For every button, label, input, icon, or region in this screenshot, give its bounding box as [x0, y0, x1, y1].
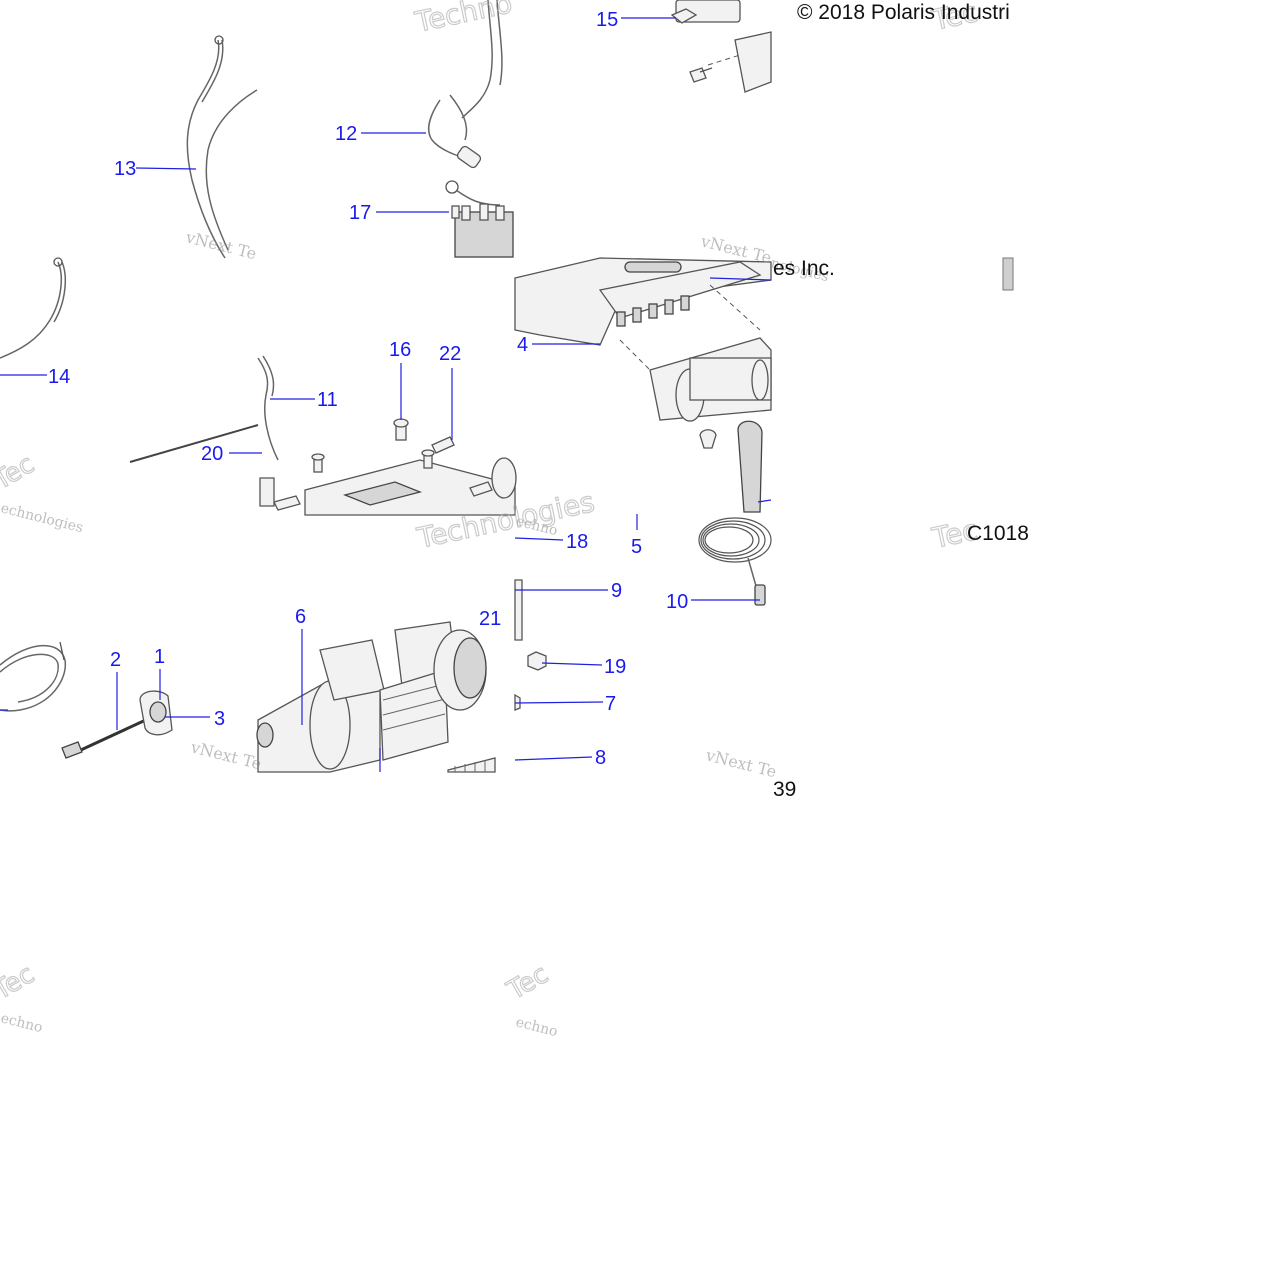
battery-cable-art: [186, 35, 258, 259]
mount-plate-art: [259, 418, 517, 516]
leader-line: [757, 499, 772, 503]
callout-1: 1: [154, 646, 165, 668]
watermark: vNext Te: [188, 737, 263, 773]
callouts: 13 12 17 15 14 11 20 16 22 4 18 5 9 10 1…: [0, 9, 772, 772]
callout-12: 12: [335, 123, 357, 145]
harness-art: [428, 0, 514, 258]
callout-10: 10: [666, 591, 688, 613]
drawing-id-fragment: 39: [773, 778, 796, 801]
callout-18: 18: [566, 531, 588, 553]
leader-line: [514, 701, 604, 704]
bracket-art: [670, 0, 772, 93]
watermark: echno: [0, 1010, 44, 1036]
hardware-art: [514, 579, 547, 711]
callout-13: 13: [114, 158, 136, 180]
callout-4: 4: [517, 334, 528, 356]
watermark: echnologies: [0, 500, 85, 536]
callout-16: 16: [389, 339, 411, 361]
winch-cable-art: [129, 355, 279, 463]
company-fragment: es Inc.: [773, 257, 835, 280]
watermark: vNext Te: [703, 745, 778, 781]
ground-cable-art: [0, 257, 67, 359]
drawing-id: C1018: [967, 522, 1029, 545]
callout-2: 2: [110, 649, 121, 671]
remote-control-art: [0, 641, 173, 759]
callout-20: 20: [201, 443, 223, 465]
fairlead-mount-art: [514, 257, 772, 513]
callout-14: 14: [48, 366, 70, 388]
watermarks: vNext Te vNext Te vNext Te vNext Te echn…: [0, 0, 981, 1040]
callout-22: 22: [439, 343, 461, 365]
winch-art: [256, 621, 496, 773]
callout-8: 8: [595, 747, 606, 769]
callout-21: 21: [479, 608, 501, 630]
leader-line: [541, 662, 603, 666]
leader-line: [709, 277, 772, 281]
callout-7: 7: [605, 693, 616, 715]
copyright-notice: © 2018 Polaris Industri: [797, 1, 1010, 24]
watermark: Tec: [0, 449, 40, 496]
callout-9: 9: [611, 580, 622, 602]
watermark: echno: [514, 1014, 559, 1040]
leader-line: [135, 167, 197, 170]
callout-11: 11: [317, 389, 338, 411]
callout-15: 15: [596, 9, 618, 31]
leader-line: [514, 756, 593, 761]
line-art: [0, 0, 772, 773]
watermark: Tec: [502, 959, 554, 1006]
leader-line: [514, 537, 564, 541]
rope-coil-art: [698, 517, 772, 606]
callout-6: 6: [295, 606, 306, 628]
watermark: Tec: [0, 959, 40, 1006]
callout-19: 19: [604, 656, 626, 678]
callout-3: 3: [214, 708, 225, 730]
callout-5: 5: [631, 536, 642, 558]
edge-fragment: [1002, 257, 1014, 291]
callout-17: 17: [349, 202, 371, 224]
